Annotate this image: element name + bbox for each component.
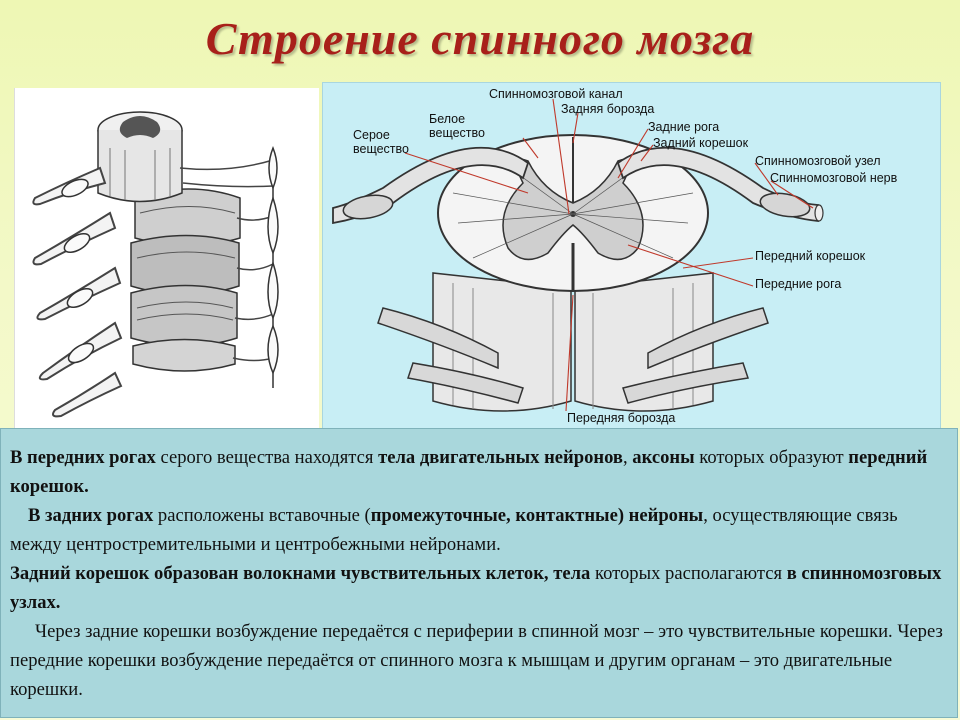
spine-illustration xyxy=(14,88,319,430)
label-posterior-horns: Задние рога xyxy=(648,120,720,134)
label-posterior-root: Задний корешок xyxy=(653,136,749,150)
label-gray-matter: Серое вещество xyxy=(353,128,409,156)
label-white-matter: Белое вещество xyxy=(429,112,485,140)
paragraph-conduction: Через задние корешки возбуждение передаё… xyxy=(10,621,943,700)
cross-section-figure: Спинномозговой канал Задняя борозда Бело… xyxy=(322,82,941,432)
page-title: Строение спинного мозга xyxy=(205,13,755,64)
label-posterior-sulcus: Задняя борозда xyxy=(561,102,655,116)
label-spinal-canal: Спинномозговой канал xyxy=(489,87,623,101)
label-anterior-horns: Передние рога xyxy=(755,277,842,291)
paragraph-posterior-root: Задний корешок образован волокнами чувст… xyxy=(10,563,942,613)
paragraph-anterior-horns: В передних рогах серого вещества находят… xyxy=(10,447,928,497)
paragraph-posterior-horns: В задних рогах расположены вставочные (п… xyxy=(10,505,898,555)
label-spinal-ganglion: Спинномозговой узел xyxy=(755,154,881,168)
label-spinal-nerve: Спинномозговой нерв xyxy=(770,171,898,185)
description-box: В передних рогах серого вещества находят… xyxy=(0,428,958,718)
label-anterior-fissure: Передняя борозда xyxy=(567,411,676,425)
label-anterior-root: Передний корешок xyxy=(755,249,866,263)
